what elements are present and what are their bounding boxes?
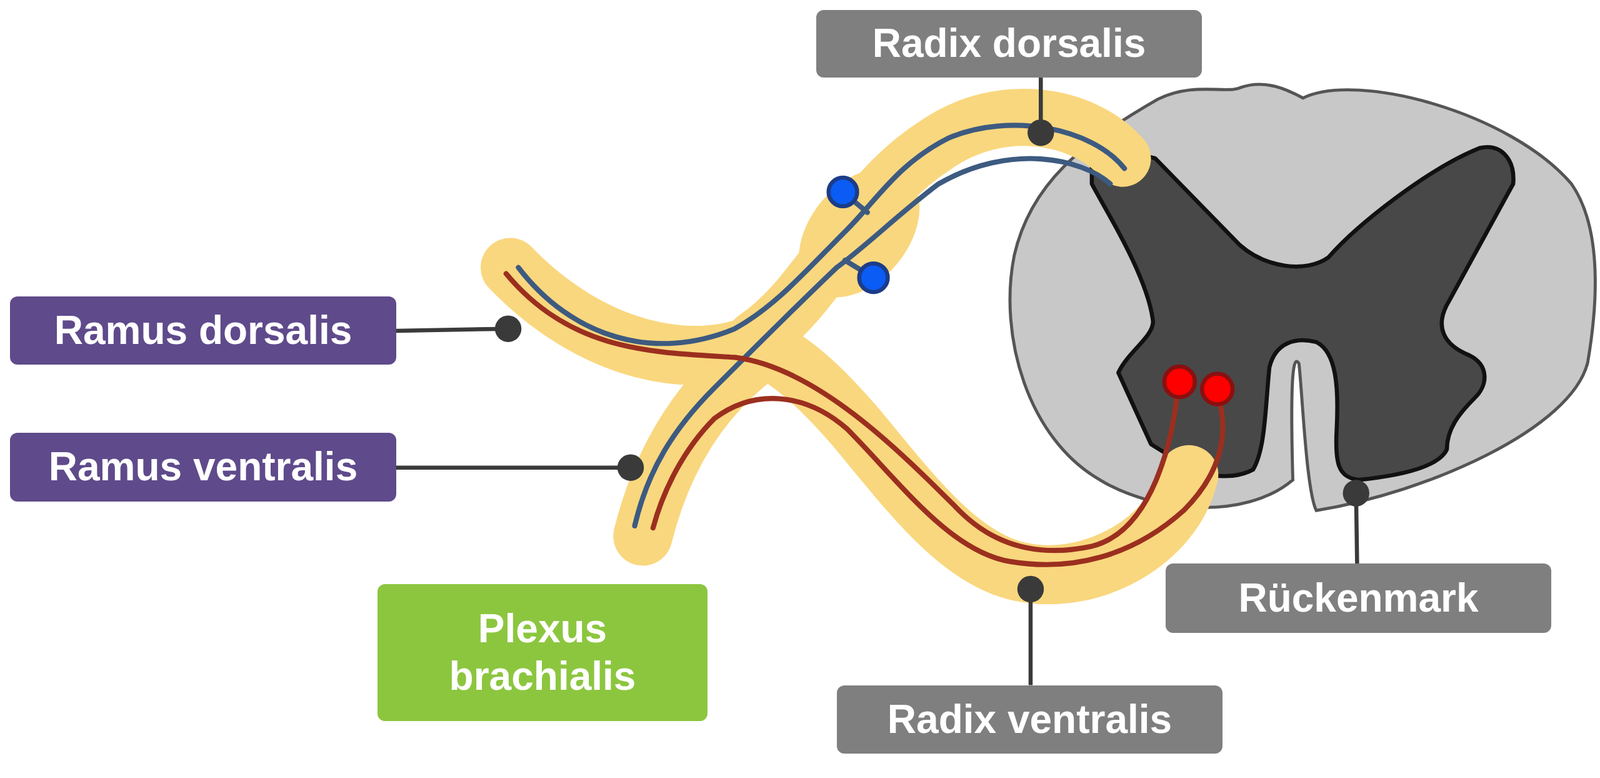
plexus-label: Plexus brachialis — [377, 583, 708, 721]
motor-fibres — [506, 273, 1224, 565]
label-text: Rückenmark — [1238, 574, 1479, 622]
branch-label: Ramus ventralis — [10, 432, 397, 502]
structure-label: Radix dorsalis — [816, 10, 1202, 78]
label-text: Ramus ventralis — [48, 443, 358, 491]
dorsal-root-sheath — [755, 117, 1123, 339]
motor-fibre — [506, 273, 1179, 551]
leader-dot — [1343, 479, 1370, 506]
structure-label: Rückenmark — [1165, 563, 1552, 633]
sensory-fibre — [635, 158, 1111, 526]
ventral-root-sheath — [760, 345, 1189, 575]
leader-dot — [1017, 575, 1044, 602]
label-text: Radix ventralis — [887, 695, 1172, 744]
motor-fibre — [653, 390, 1224, 565]
branch-label: Ramus dorsalis — [10, 296, 397, 365]
grey-matter — [1091, 146, 1514, 480]
label-text: Radix dorsalis — [872, 20, 1147, 68]
leader-line — [1028, 588, 1034, 685]
label-text: Plexus brachialis — [386, 605, 699, 700]
nerve-sheath — [510, 117, 1189, 575]
leader-dot — [495, 315, 522, 342]
structure-label: Radix ventralis — [836, 685, 1223, 754]
leader-dot — [617, 453, 644, 480]
sensory-neuron — [828, 177, 858, 207]
leader-line — [396, 465, 631, 470]
label-text: Ramus dorsalis — [54, 306, 353, 355]
sensory-neuron — [859, 263, 889, 292]
leader-line — [396, 328, 509, 331]
motor-neuron — [1201, 373, 1233, 405]
motor-neuron — [1164, 366, 1195, 397]
leader-dot — [1027, 119, 1054, 146]
spinal-ganglion — [774, 145, 944, 321]
